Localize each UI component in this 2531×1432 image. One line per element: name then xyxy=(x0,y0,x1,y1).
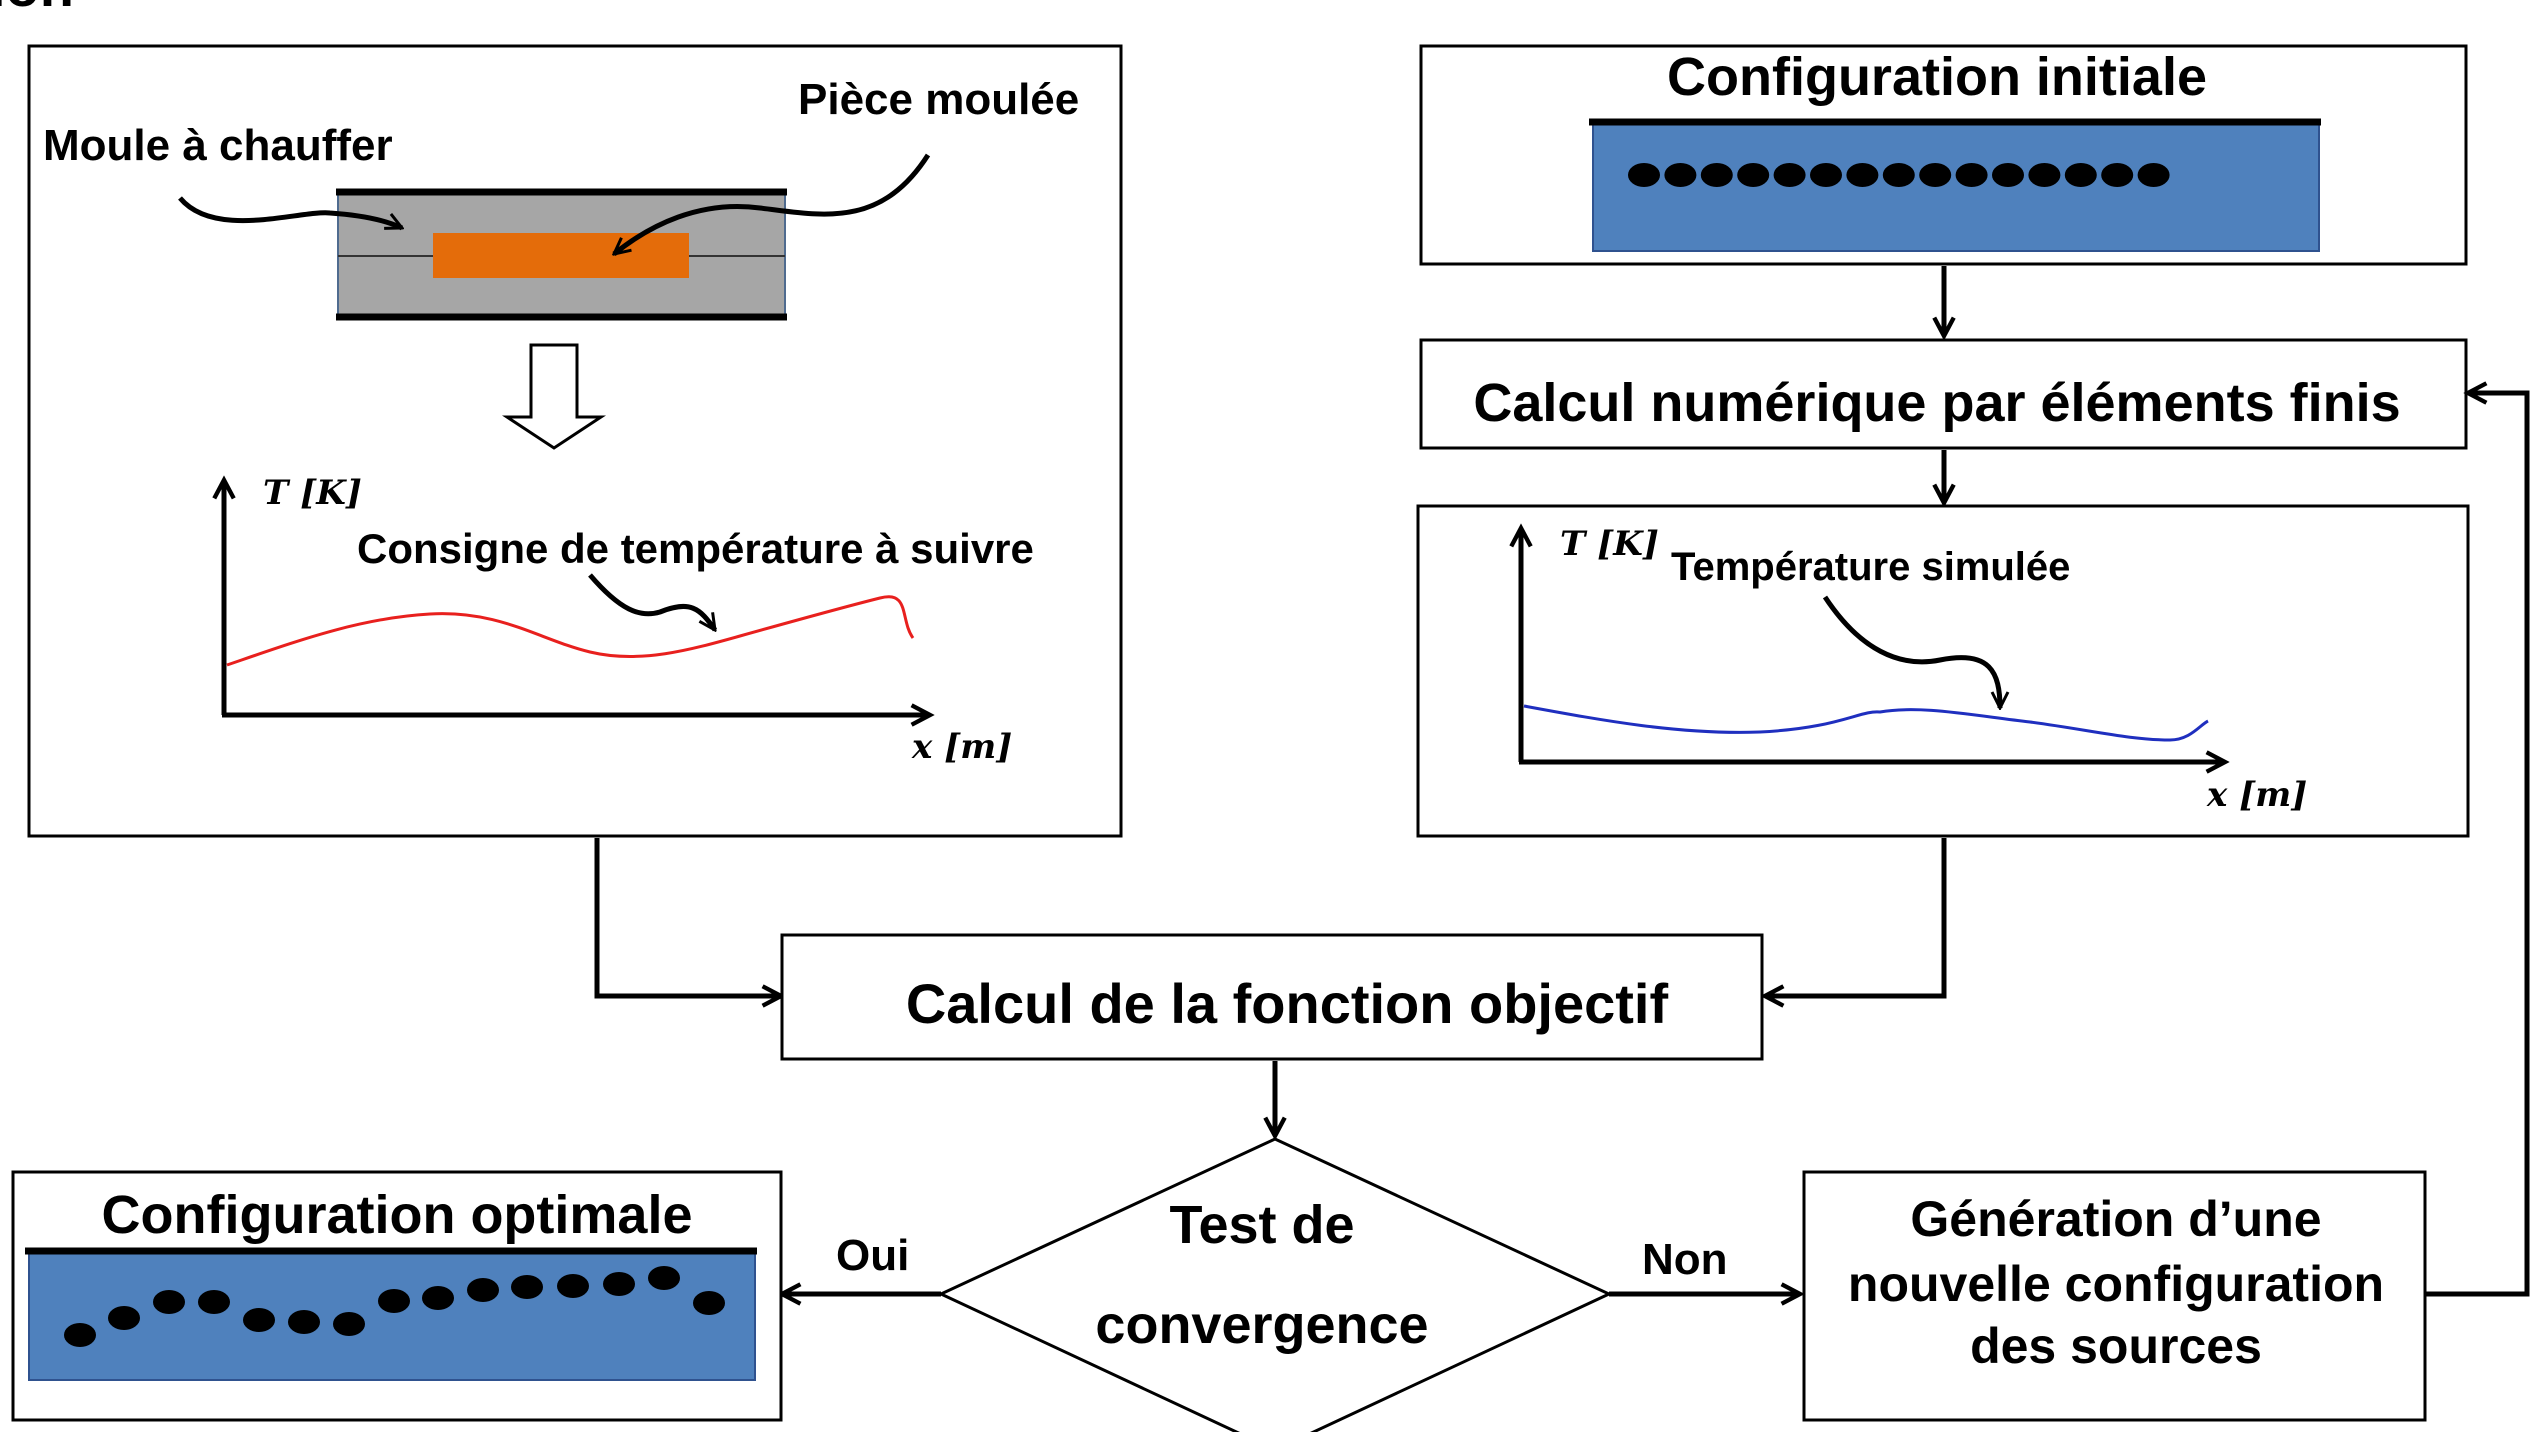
initial-source-dot xyxy=(1919,163,1952,187)
target-y-axis-label: T [K] xyxy=(263,473,362,513)
optimal-plate xyxy=(28,1252,756,1381)
optimal-source-dot xyxy=(648,1266,680,1290)
feedback-loop-arrow xyxy=(2425,393,2530,1297)
optimal-source-dot xyxy=(108,1306,140,1330)
initial-source-dot xyxy=(1700,163,1733,187)
optimal-source-dot xyxy=(557,1274,589,1298)
initial-source-dot xyxy=(1737,163,1770,187)
decision-line-2: convergence xyxy=(1095,1295,1428,1355)
target-x-axis-label: x [m] xyxy=(911,727,1012,767)
target-panel-frame xyxy=(27,44,1123,838)
objective-function-box: Calcul de la fonction objectif xyxy=(780,933,1764,1061)
initial-source-dot xyxy=(2064,163,2097,187)
optimal-source-dot xyxy=(198,1290,230,1314)
sim-y-axis-label: T [K] xyxy=(1560,524,1659,564)
target-curve-pointer xyxy=(588,573,718,630)
header-fragment: ion xyxy=(0,0,74,18)
initial-config-title: Configuration initiale xyxy=(1667,47,2207,107)
optimal-config-title: Configuration optimale xyxy=(102,1185,693,1245)
initial-source-dot xyxy=(2137,163,2170,187)
optimal-source-dot xyxy=(333,1312,365,1336)
initial-source-dot xyxy=(1664,163,1697,187)
hollow-down-arrow xyxy=(502,343,606,450)
mold-label: Moule à chauffer xyxy=(43,121,393,170)
target-temperature-curve xyxy=(226,595,915,667)
initial-source-dot xyxy=(2028,163,2061,187)
initial-source-dot xyxy=(1628,163,1660,187)
objective-label: Calcul de la fonction objectif xyxy=(906,972,1669,1035)
optimal-source-dot xyxy=(467,1278,499,1302)
optimal-source-dot xyxy=(511,1275,543,1299)
objective-box-frame xyxy=(780,933,1764,1061)
new-config-line-1: Génération d’une xyxy=(1910,1191,2321,1247)
initial-sources xyxy=(1628,163,2170,187)
connector-target-to-objective xyxy=(594,838,781,996)
decision-diamond xyxy=(937,1137,1613,1432)
fem-label: Calcul numérique par éléments finis xyxy=(1473,373,2400,433)
part-label: Pièce moulée xyxy=(798,75,1079,124)
new-config-line-3: des sources xyxy=(1970,1318,2262,1374)
mold-pointer-arrow xyxy=(178,196,402,231)
initial-source-dot xyxy=(2101,163,2134,187)
optimal-source-dot xyxy=(243,1308,275,1332)
initial-source-dot xyxy=(1955,163,1988,187)
optimal-source-dot xyxy=(153,1290,185,1314)
fem-calculation-box: Calcul numérique par éléments finis xyxy=(1419,338,2468,450)
optimal-source-dot xyxy=(693,1291,725,1315)
optimal-sources xyxy=(64,1266,725,1347)
sim-curve-pointer xyxy=(1822,595,2000,708)
target-temperature-panel: Moule à chauffer Pièce moulée T [K] x [m… xyxy=(27,44,1123,838)
part-pointer-arrow xyxy=(614,153,931,254)
target-curve-label: Consigne de température à suivre xyxy=(357,525,1034,572)
initial-source-dot xyxy=(1773,163,1806,187)
new-config-frame xyxy=(1802,1170,2427,1422)
optimal-source-dot xyxy=(64,1323,96,1347)
molded-part xyxy=(433,233,689,278)
initial-source-dot xyxy=(1882,163,1915,187)
new-configuration-box: Génération d’une nouvelle configuration … xyxy=(1802,1170,2427,1422)
simulated-temperature-panel: T [K] x [m] Température simulée xyxy=(1416,504,2470,838)
optimal-configuration-panel: Configuration optimale xyxy=(11,1170,783,1422)
optimal-source-dot xyxy=(288,1310,320,1334)
optimal-source-dot xyxy=(603,1272,635,1296)
new-config-line-2: nouvelle configuration xyxy=(1848,1256,2384,1312)
optimal-source-dot xyxy=(422,1286,454,1310)
sim-panel-frame xyxy=(1416,504,2470,838)
initial-source-dot xyxy=(1846,163,1879,187)
decision-line-1: Test de xyxy=(1169,1195,1354,1255)
initial-plate xyxy=(1592,123,2320,252)
sim-curve-label: Température simulée xyxy=(1671,545,2070,589)
yes-label: Oui xyxy=(836,1231,909,1280)
connector-sim-to-objective xyxy=(1765,838,1947,996)
initial-source-dot xyxy=(1992,163,2024,187)
fem-box-frame xyxy=(1419,338,2468,450)
initial-configuration-panel: Configuration initiale xyxy=(1419,44,2468,266)
initial-source-dot xyxy=(1810,163,1842,187)
simulated-temperature-curve xyxy=(1523,704,2209,742)
convergence-test: Test de convergence xyxy=(937,1137,1613,1432)
no-label: Non xyxy=(1642,1235,1728,1284)
optimal-source-dot xyxy=(378,1289,410,1313)
sim-x-axis-label: x [m] xyxy=(2206,775,2307,815)
